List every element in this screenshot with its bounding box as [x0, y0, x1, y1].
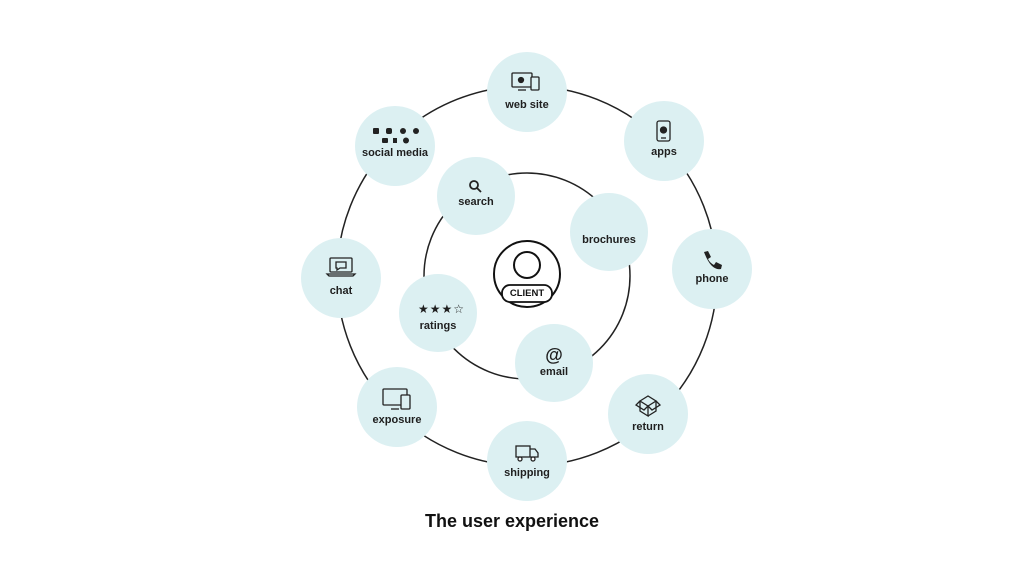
stars-icon: ★★★☆ [418, 302, 466, 316]
node-shipping [487, 421, 567, 501]
node-social-media [355, 106, 435, 186]
node-label-return: return [632, 421, 664, 433]
laptop-chat-icon [325, 257, 357, 277]
monitor-icon [382, 388, 411, 410]
inner-nodes [399, 157, 648, 402]
node-exposure [357, 367, 437, 447]
client-label: CLIENT [509, 288, 545, 299]
magnifier-icon [469, 180, 482, 193]
node-label-phone: phone [695, 273, 729, 285]
node-chat [301, 238, 381, 318]
node-label-chat: chat [329, 285, 353, 297]
node-web-site [487, 52, 567, 132]
box-icon [634, 395, 662, 418]
smartphone-icon [656, 120, 671, 142]
node-label-exposure: exposure [372, 414, 422, 426]
node-label-search: search [458, 196, 494, 208]
node-brochures [570, 193, 648, 271]
node-phone [672, 229, 752, 309]
node-email [515, 324, 593, 402]
node-label-brochures: brochures [582, 234, 636, 246]
node-search [437, 157, 515, 235]
social-icons [373, 128, 419, 144]
devices-icon [511, 72, 540, 91]
at-icon: @ [545, 345, 563, 365]
node-label-email: email [539, 366, 569, 378]
node-label-apps: apps [651, 146, 677, 158]
client-label-box [501, 284, 553, 303]
node-label-shipping: shipping [504, 467, 550, 479]
person-icon [513, 251, 541, 279]
node-label-social-media: social media [361, 147, 429, 159]
client-node [493, 240, 561, 308]
diagram-caption: The user experience [424, 511, 600, 531]
node-label-ratings: ratings [419, 320, 457, 332]
truck-icon [515, 445, 539, 462]
node-label-web-site: web site [505, 99, 549, 111]
node-ratings [399, 274, 477, 352]
phone-icon [704, 251, 722, 270]
